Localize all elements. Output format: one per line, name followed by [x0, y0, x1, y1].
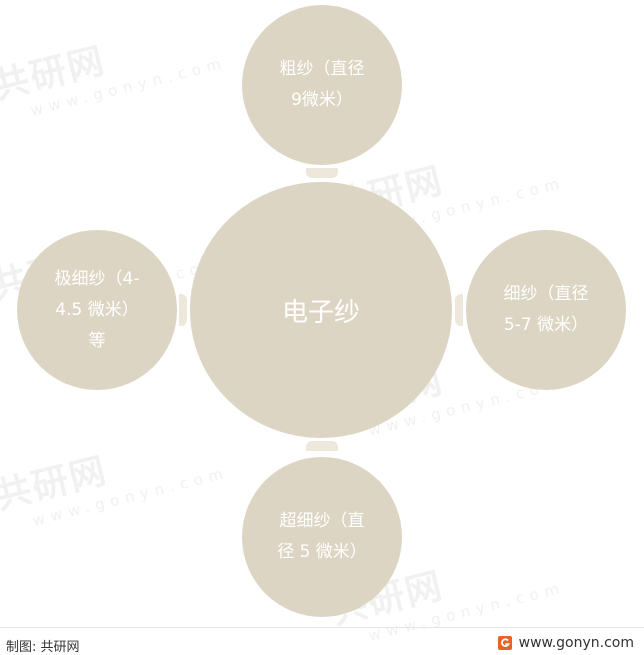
- node-label-line: 5-7 微米）: [503, 315, 589, 335]
- node-label-line: 粗纱（直径: [279, 59, 365, 79]
- footer-source: 制图: 共研网: [6, 640, 80, 655]
- center-node-electronic-yarn: 电子纱: [190, 182, 452, 438]
- connector-top: [306, 168, 338, 178]
- node-label-line: 等: [88, 330, 106, 351]
- footer-divider: [0, 627, 644, 628]
- connector-right: [455, 294, 463, 326]
- node-ultrafine-yarn: 超细纱（直 径 5 微米）: [242, 457, 402, 617]
- node-label-line: 超细纱（直: [279, 511, 365, 531]
- connector-left: [179, 294, 187, 326]
- connector-bottom: [306, 441, 338, 451]
- node-label-line: 4.5 微米）: [55, 299, 139, 320]
- node-label-line: 径 5 微米）: [277, 542, 367, 562]
- node-label-line: 极细纱（4-: [54, 268, 140, 289]
- footer-url: www.gonyn.com: [518, 635, 634, 651]
- node-extrafine-yarn: 极细纱（4- 4.5 微米） 等: [17, 230, 177, 390]
- node-coarse-yarn: 粗纱（直径 9微米）: [242, 5, 402, 165]
- node-fine-yarn: 细纱（直径 5-7 微米）: [466, 230, 626, 390]
- node-label-line: 细纱（直径: [503, 284, 589, 304]
- node-label-line: 9微米）: [291, 90, 353, 110]
- footer-brand: www.gonyn.com: [497, 635, 634, 651]
- center-label: 电子纱: [281, 297, 360, 328]
- gonyn-logo-icon: [497, 636, 512, 650]
